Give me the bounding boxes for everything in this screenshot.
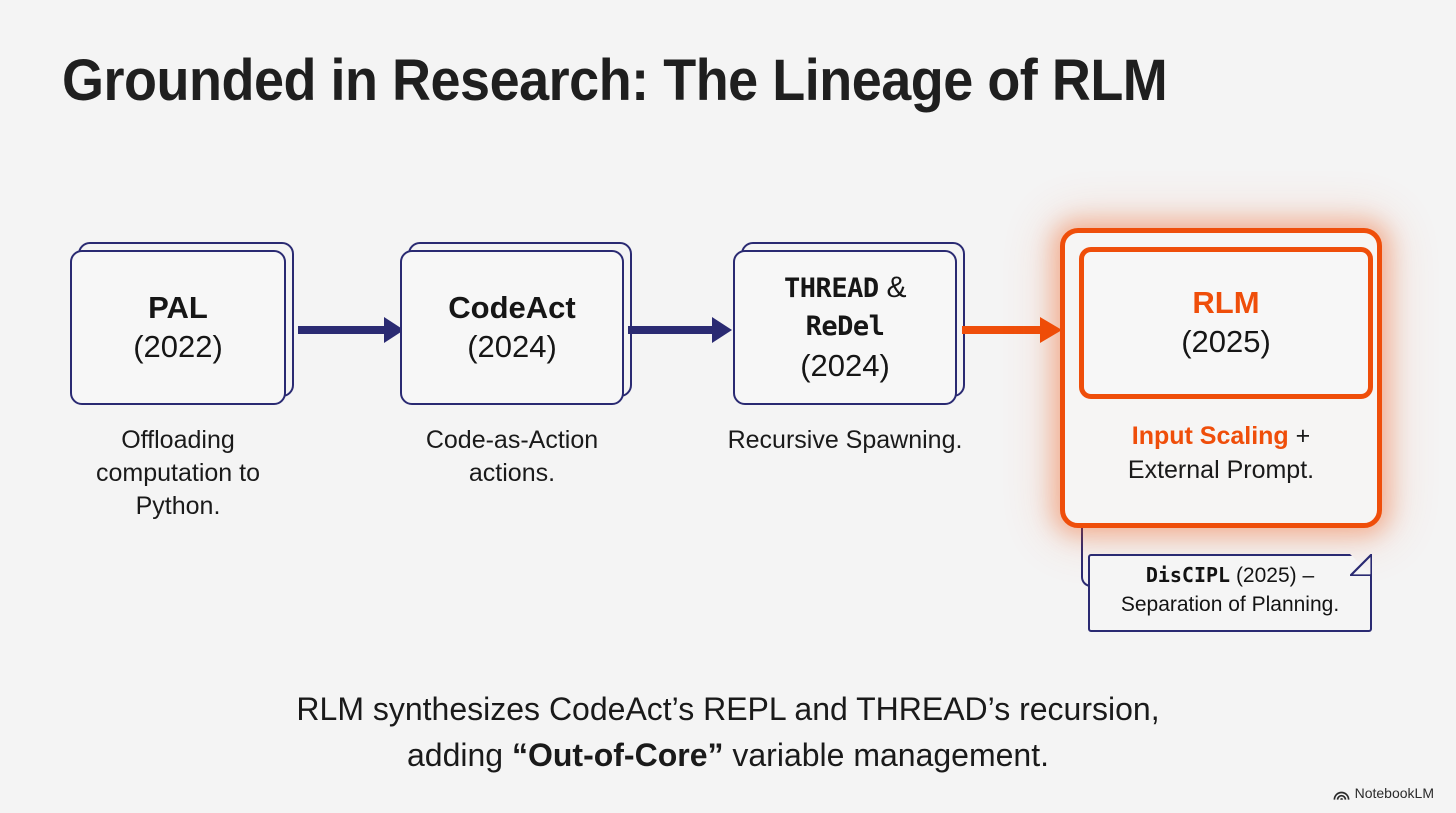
arrow-shaft [962,326,1042,334]
caption-rest-text: External Prompt. [1127,456,1315,484]
card-front-rlm[interactable]: RLM (2025) [1079,247,1373,399]
notebooklm-watermark: NotebookLM [1333,785,1434,801]
summary-line-1: RLM synthesizes CodeAct’s REPL and THREA… [296,691,1160,727]
arrow-shaft [298,326,386,334]
timeline-node-rlm[interactable]: RLM (2025) Input Scaling + External Prom… [1060,228,1382,528]
node-name-ampersand: & [886,271,906,304]
node-caption-thread-redel: Recursive Spawning. [727,426,963,454]
note-text: DisCIPL (2025) – Separation of Planning. [1088,561,1372,619]
node-caption-codeact: Code-as-Action actions. [425,426,599,487]
note-year: (2025) – [1230,564,1315,587]
summary-text: RLM synthesizes CodeAct’s REPL and THREA… [0,686,1456,778]
caption-highlight-text: Input Scaling [1131,422,1289,450]
node-name-pal: PAL [148,289,208,325]
node-name-redel: ReDel [805,311,885,342]
note-folded-corner-icon [1350,554,1372,576]
node-year-thread-redel: (2024) [800,348,890,383]
node-name-thread: THREAD & [784,269,906,308]
summary-line2-bold: “Out-of-Core” [511,737,724,773]
caption-plus-text: + [1288,422,1311,450]
timeline-node-thread-redel[interactable]: THREAD & ReDel (2024) [733,242,965,405]
note-body-text: Separation of Planning. [1120,593,1340,616]
node-caption-rlm: Input Scaling + External Prompt. [1073,419,1369,487]
arrow-shaft [628,326,714,334]
note-body [1088,554,1372,632]
summary-line-2: adding “Out-of-Core” variable management… [0,732,1456,778]
notebooklm-arcs-icon [1333,791,1350,800]
node-caption-pal: Offloading computation to Python. [96,426,260,520]
node-year-codeact: (2024) [467,328,557,364]
watermark-label: NotebookLM [1354,785,1434,801]
discipl-note[interactable]: DisCIPL (2025) – Separation of Planning. [1088,554,1372,632]
arrow-head [1040,317,1062,343]
node-name-thread-text: THREAD [784,273,879,304]
timeline-node-pal[interactable]: PAL (2022) [70,242,294,405]
node-year-rlm: (2025) [1181,324,1271,359]
card-front-thread-redel[interactable]: THREAD & ReDel (2024) [733,250,957,405]
node-name-rlm: RLM [1192,285,1260,320]
node-name-codeact: CodeAct [448,289,576,325]
arrow-head [384,317,404,343]
timeline-node-codeact[interactable]: CodeAct (2024) [400,242,632,405]
node-year-pal: (2022) [133,328,223,364]
note-title: DisCIPL [1145,563,1231,587]
page-title: Grounded in Research: The Lineage of RLM [62,48,1168,113]
card-front-pal[interactable]: PAL (2022) [70,250,286,405]
summary-line2-pre: adding [406,737,512,773]
card-front-codeact[interactable]: CodeAct (2024) [400,250,624,405]
summary-line2-post: variable management. [723,737,1049,773]
arrow-head [712,317,732,343]
